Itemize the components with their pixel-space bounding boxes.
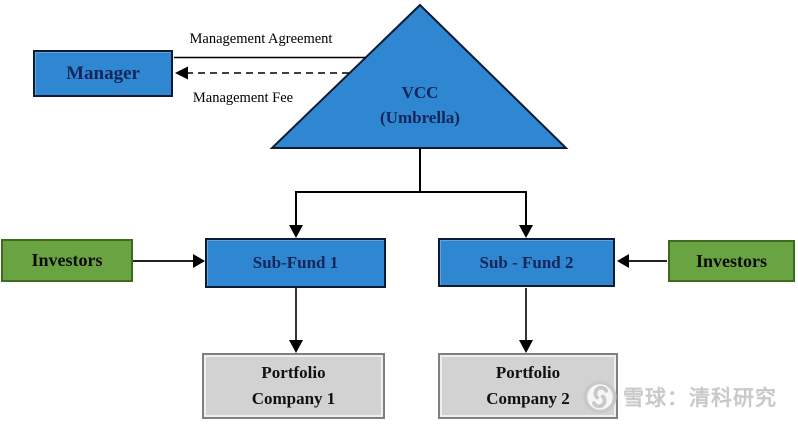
management-fee-arrowhead — [175, 66, 188, 80]
vcc-label-line2: (Umbrella) — [380, 108, 460, 127]
vcc-umbrella-label: VCC (Umbrella) — [345, 80, 495, 130]
vcc-label-line1: VCC — [401, 83, 439, 102]
subfund2-arrowhead — [519, 225, 533, 238]
subfund2-node: Sub - Fund 2 — [438, 238, 615, 287]
watermark-text: 雪球：清科研究 — [623, 387, 777, 410]
portfolio2-line2: Company 2 — [486, 389, 570, 408]
investors-left-arrowhead — [193, 254, 205, 268]
portfolio2-line1: Portfolio — [495, 363, 561, 382]
investors-left-node: Investors — [1, 239, 133, 282]
subfund1-arrowhead — [289, 225, 303, 238]
investors-right-label: Investors — [696, 250, 767, 271]
manager-label: Manager — [66, 62, 140, 84]
subfund2-label: Sub - Fund 2 — [479, 252, 574, 272]
investors-left-label: Investors — [31, 250, 103, 270]
portfolio1-node: Portfolio Company 1 — [202, 353, 385, 419]
investors-right-arrowhead — [617, 254, 629, 268]
manager-node: Manager — [33, 50, 173, 97]
portfolio1-line1: Portfolio — [261, 363, 326, 382]
portfolio1-arrowhead — [289, 340, 303, 353]
investors-right-node: Investors — [668, 240, 795, 282]
portfolio2-arrowhead — [519, 340, 533, 353]
xueqiu-snowball-logo-icon — [583, 380, 617, 414]
subfund1-node: Sub-Fund 1 — [205, 238, 386, 288]
watermark: 雪球：清科研究 — [583, 380, 777, 414]
portfolio1-line2: Company 1 — [251, 389, 336, 408]
management-agreement-label: Management Agreement — [189, 31, 333, 47]
subfund1-label: Sub-Fund 1 — [252, 253, 339, 272]
management-fee-label: Management Fee — [192, 90, 294, 106]
